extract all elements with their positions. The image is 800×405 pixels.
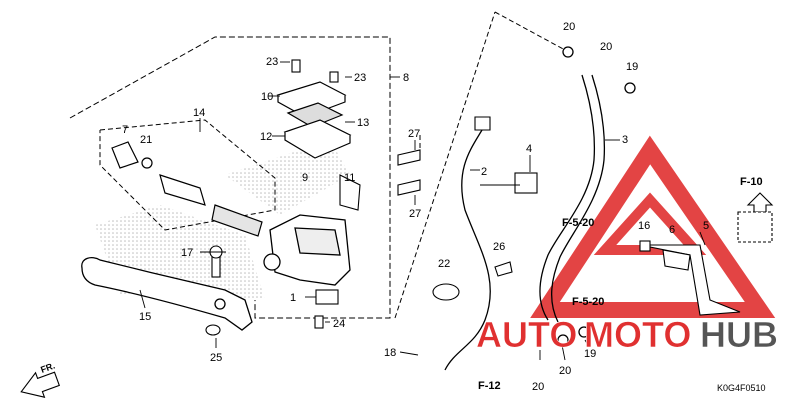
label-part-11: 11 [344, 172, 355, 184]
ref-f520-bottom: F-5-20 [572, 296, 604, 308]
label-part-18: 18 [384, 347, 396, 359]
label-part-26: 26 [493, 241, 505, 253]
label-part-13: 13 [357, 117, 369, 129]
leader-lines [139, 61, 706, 361]
ref-f10: F-10 [740, 176, 763, 188]
watermark-auto: AUTO [476, 314, 577, 355]
label-part-21: 21 [140, 134, 152, 146]
label-part-20-top: 20 [563, 21, 575, 33]
reservoir-cap [276, 81, 352, 159]
label-part-12: 12 [260, 131, 272, 143]
master-cylinder-body [263, 214, 351, 286]
label-part-19-bottom: 19 [584, 348, 596, 360]
label-part-3: 3 [622, 134, 628, 146]
leader-dashed [394, 11, 566, 319]
label-part-24: 24 [333, 318, 345, 330]
label-part-19-top: 19 [626, 61, 638, 73]
label-part-5: 5 [703, 220, 709, 232]
brake-lever [81, 257, 253, 331]
label-part-20-mid: 20 [600, 41, 612, 53]
part-labels: 1 2 3 4 5 6 7 8 9 10 11 12 13 14 15 16 1… [122, 21, 709, 393]
watermark-text: AUTO MOTO HUB [476, 314, 779, 356]
assembly-outline-8 [69, 36, 391, 319]
assembly-outline-14 [99, 119, 276, 231]
label-part-10: 10 [261, 91, 273, 103]
label-part-9: 9 [302, 172, 308, 184]
diagram-code: K0G4F0510 [717, 383, 766, 393]
piston-assembly [111, 141, 263, 237]
label-part-20-br: 20 [559, 365, 571, 377]
label-part-25: 25 [210, 352, 222, 364]
label-part-20-bl: 20 [532, 381, 544, 393]
label-part-27-top: 27 [408, 128, 420, 140]
label-part-22: 22 [438, 258, 450, 270]
watermark-moto: MOTO [584, 314, 691, 355]
reference-labels: F-10 F-5-20 F-5-20 F-12 FR. [39, 176, 762, 392]
ref-arrows [20, 192, 774, 398]
label-part-4: 4 [526, 143, 532, 155]
label-part-23-left: 23 [266, 56, 278, 68]
ref-f520-top: F-5-20 [562, 217, 594, 229]
label-part-16: 16 [638, 220, 650, 232]
label-part-17: 17 [181, 247, 193, 259]
label-part-27-bottom: 27 [409, 208, 421, 220]
watermark-logo [530, 135, 776, 318]
label-part-14: 14 [193, 107, 205, 119]
stipple-region-top [225, 140, 350, 215]
ref-f12: F-12 [478, 380, 501, 392]
label-part-8: 8 [403, 72, 409, 84]
watermark-hub: HUB [700, 314, 778, 355]
brake-hose [539, 46, 636, 346]
label-part-6: 6 [669, 224, 675, 236]
ref-front: FR. [39, 361, 56, 375]
label-part-7: 7 [122, 124, 128, 136]
label-part-2: 2 [481, 166, 487, 178]
switch-wire [444, 129, 491, 371]
label-part-15: 15 [139, 311, 151, 323]
label-part-1: 1 [290, 292, 296, 304]
label-part-23-right: 23 [354, 72, 366, 84]
